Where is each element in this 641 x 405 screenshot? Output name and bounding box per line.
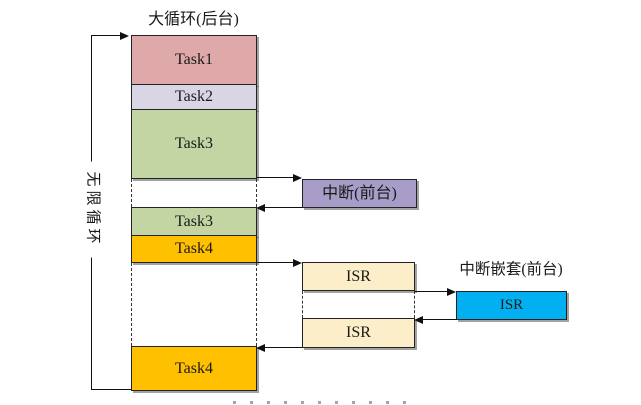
nested-isr-box: ISR: [456, 291, 567, 320]
loop-arrowhead-icon: [120, 31, 129, 40]
arrow-task4-to-isr: [257, 262, 294, 263]
task-box-task1: Task1: [131, 35, 257, 85]
preempt-gap1-right-dash: [256, 179, 257, 207]
task-box-task4: Task4: [131, 235, 257, 263]
interrupt-foreground-box: 中断(前台): [302, 179, 417, 208]
background-loop-title: 大循环(后台): [148, 11, 239, 28]
arrow-isr-to-nested: [415, 291, 448, 292]
cropped-caption-remnant: [233, 401, 411, 404]
preempt-gap2-left-dash: [131, 263, 132, 346]
arrowhead-nested-return-icon: [414, 315, 423, 324]
isr-box-1: ISR: [302, 262, 415, 291]
isr-gap-right-dash: [414, 291, 415, 318]
nested-interrupt-title: 中断嵌套(前台): [459, 261, 563, 278]
isr-gap-left-dash: [302, 291, 303, 318]
arrow-isr-return-to-task4: [263, 347, 302, 348]
isr-box-2: ISR: [302, 318, 415, 348]
arrowhead-to-interrupt-icon: [293, 173, 302, 182]
task-box-task3: Task3: [131, 109, 257, 179]
preempt-gap1-left-dash: [131, 179, 132, 207]
arrow-nested-return: [421, 319, 457, 320]
arrow-task3-to-interrupt: [257, 177, 294, 178]
task-box-task3-resumed: Task3: [131, 207, 257, 236]
arrowhead-interrupt-return-icon: [256, 203, 265, 212]
task-box-task2: Task2: [131, 84, 257, 110]
loop-line-bottom-arm: [91, 389, 134, 390]
arrowhead-isr-return-icon: [256, 343, 265, 352]
arrowhead-to-isr-icon: [293, 258, 302, 267]
loop-line-top-arm: [91, 35, 122, 36]
arrowhead-to-nested-icon: [447, 287, 456, 296]
infinite-loop-label: 无限循环: [82, 161, 102, 258]
arrow-interrupt-return: [263, 207, 302, 208]
task-box-task4-resumed: Task4: [131, 346, 257, 391]
preempt-gap2-right-dash: [256, 263, 257, 346]
